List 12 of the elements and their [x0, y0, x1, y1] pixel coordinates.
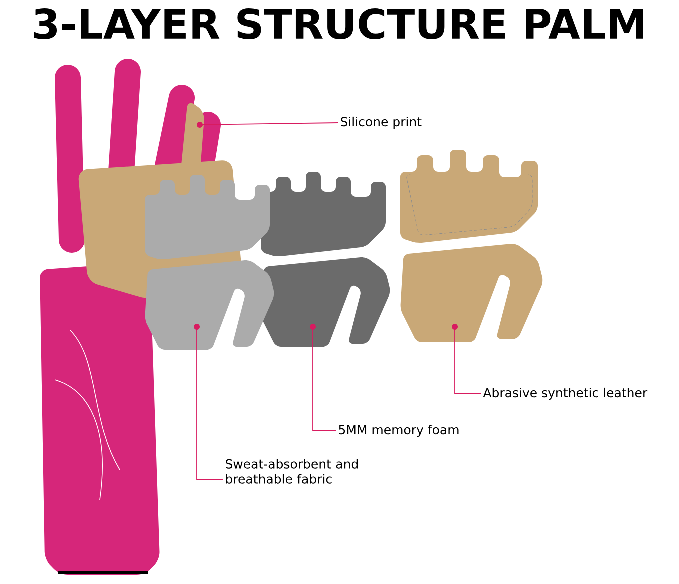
leather-layer-drawing — [400, 150, 543, 342]
leader-line — [312, 330, 336, 432]
fabric-layer-drawing — [145, 175, 274, 350]
leader-line — [202, 122, 338, 126]
callout-label: Abrasive synthetic leather — [483, 388, 648, 400]
callout-label: Sweat-absorbent and breathable fabric — [226, 459, 358, 484]
leader-line — [454, 330, 482, 394]
callout-label: 5MM memory foam — [339, 424, 459, 438]
leader-line — [196, 330, 224, 480]
title: 3-LAYER STRUCTURE PALM — [34, 8, 644, 40]
callout-label: Silicone print — [341, 116, 422, 130]
foam-layer-drawing — [261, 172, 390, 347]
